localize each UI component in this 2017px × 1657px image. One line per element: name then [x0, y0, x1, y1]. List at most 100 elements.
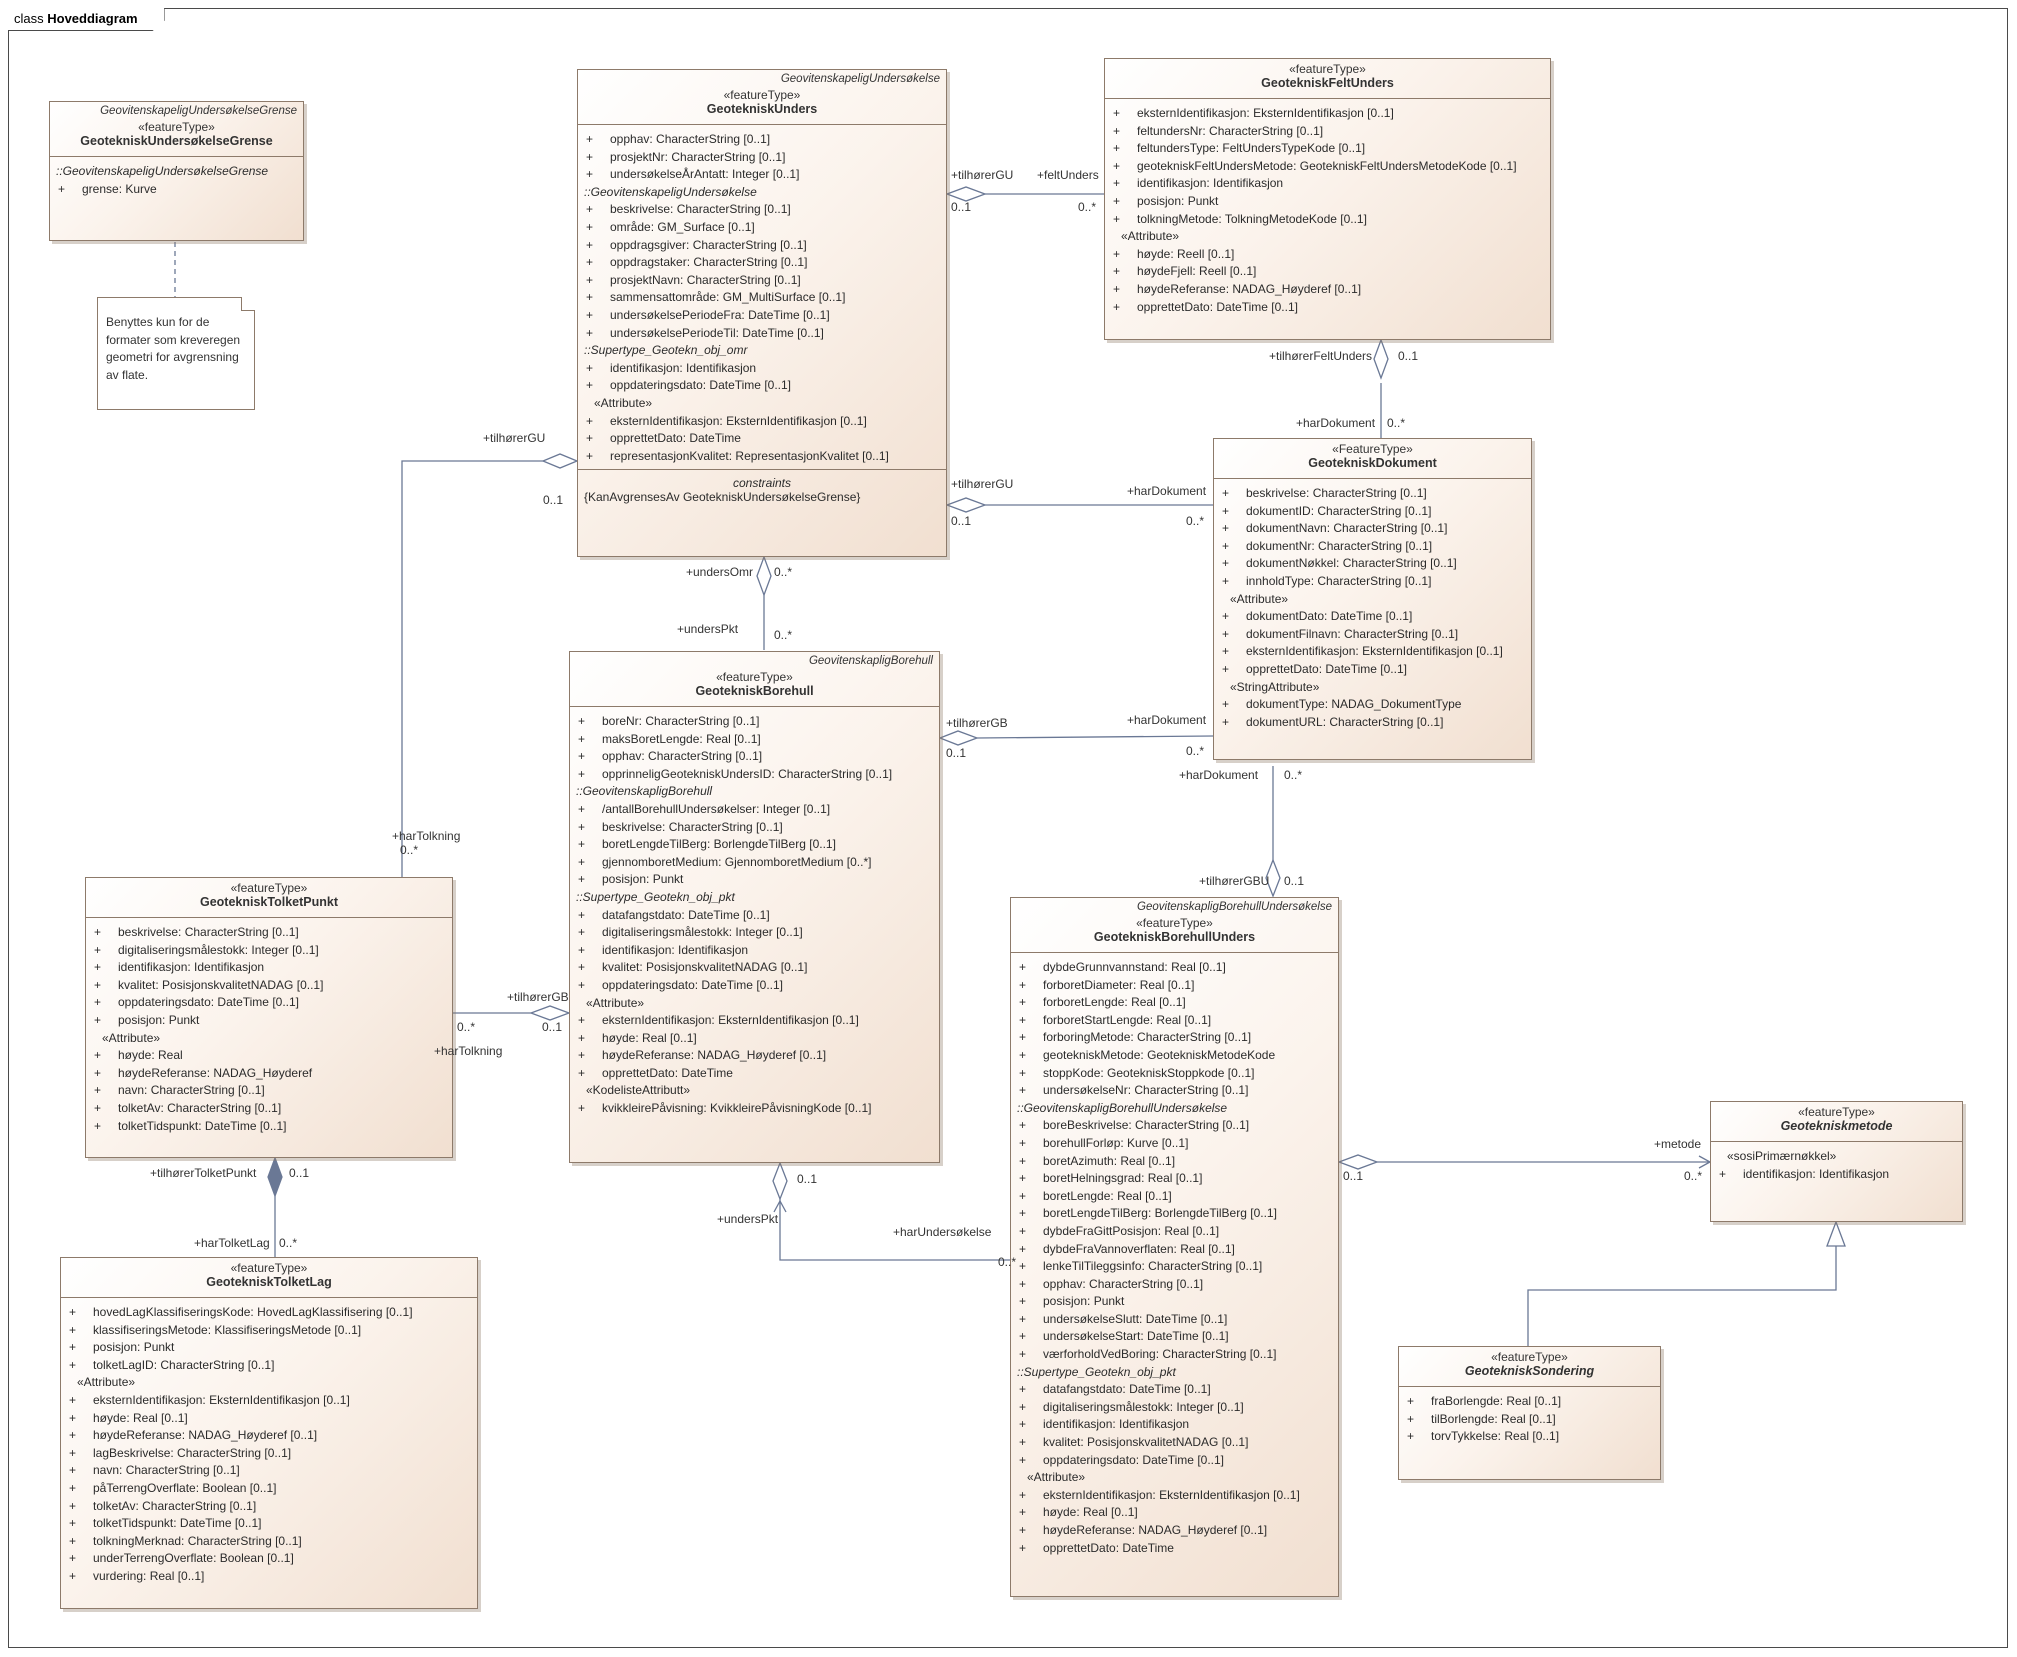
class-stereotype: «featureType»: [1136, 916, 1213, 930]
attribute-row: +gjennomboretMedium: GjennomboretMedium …: [576, 854, 933, 872]
attribute-row: +posisjon: Punkt: [92, 1012, 446, 1030]
class-geoteknisk-borehull[interactable]: GeovitenskapligBorehull«featureType»Geot…: [569, 651, 940, 1163]
attribute-group-label: «Attribute»: [1230, 591, 1289, 606]
visibility-marker: +: [578, 942, 586, 957]
visibility-marker: +: [586, 202, 594, 217]
attribute-text: prosjektNr: CharacterString [0..1]: [610, 149, 786, 164]
constraints-heading: constraints: [732, 476, 792, 491]
visibility-marker: +: [69, 1305, 77, 1319]
visibility-marker: +: [69, 1392, 77, 1407]
visibility-marker: +: [578, 1101, 586, 1116]
attribute-text: eksternIdentifikasjon: EksternIdentifika…: [610, 413, 867, 428]
attribute-row: +boretLengdeTilBerg: BorlengdeTilBerg [0…: [1017, 1205, 1332, 1223]
class-geotekniskmetode[interactable]: «featureType»Geotekniskmetode«sosiPrimær…: [1710, 1101, 1963, 1222]
visibility-marker: +: [1222, 644, 1230, 659]
attribute-row: +kvalitet: PosisjonskvalitetNADAG [0..1]: [1017, 1434, 1332, 1452]
attribute-text: dokumentFilnavn: CharacterString [0..1]: [1246, 626, 1459, 641]
visibility-marker: +: [94, 1065, 102, 1080]
class-geoteknisk-unders[interactable]: GeovitenskapeligUndersøkelse«featureType…: [577, 69, 947, 557]
role-label: +tilhørerTolketPunkt: [150, 1166, 257, 1180]
attribute-row: +posisjon: Punkt: [67, 1339, 471, 1357]
attribute-row: +tolketTidspunkt: DateTime [0..1]: [67, 1515, 471, 1533]
attribute-row: +opprettetDato: DateTime [0..1]: [1111, 299, 1544, 317]
class-geoteknisk-sondering[interactable]: «featureType»GeotekniskSondering +fraBorl…: [1398, 1346, 1661, 1480]
visibility-marker: +: [1222, 626, 1230, 641]
visibility-marker: +: [69, 1445, 77, 1460]
attribute-row: +eksternIdentifikasjon: EksternIdentifik…: [67, 1392, 471, 1410]
attribute-row: +oppdragstaker: CharacterString [0..1]: [584, 254, 940, 272]
attribute-row: +fraBorlengde: Real [0..1]: [1405, 1393, 1654, 1411]
attribute-row: +navn: CharacterString [0..1]: [92, 1082, 446, 1100]
note-line: Benyttes kun for de: [106, 315, 210, 329]
attribute-text: opprettetDato: DateTime [0..1]: [1137, 299, 1298, 314]
visibility-marker: +: [1019, 995, 1027, 1010]
class-stereotype: «featureType»: [1491, 1350, 1568, 1364]
class-geoteknisk-borehull-unders[interactable]: GeovitenskapligBorehullUndersøkelse«feat…: [1010, 897, 1339, 1597]
visibility-marker: +: [1019, 1047, 1027, 1062]
attribute-text: tolketLagID: CharacterString [0..1]: [93, 1357, 275, 1372]
attribute-row: +høydeReferanse: NADAG_Høyderef: [92, 1065, 446, 1083]
class-name: GeotekniskUnders: [706, 102, 818, 116]
class-name: GeotekniskSondering: [1464, 1364, 1595, 1378]
visibility-marker: +: [94, 1012, 102, 1027]
attribute-text: tolkningMetode: TolkningMetodeKode [0..1…: [1137, 211, 1367, 226]
attribute-text: område: GM_Surface [0..1]: [610, 219, 755, 234]
attribute-row: +påTerrengOverflate: Boolean [0..1]: [67, 1480, 471, 1498]
multiplicity-label: 0..1: [289, 1166, 310, 1180]
visibility-marker: +: [1019, 1065, 1027, 1080]
class-name: GeotekniskDokument: [1308, 456, 1437, 470]
attribute-text: eksternIdentifikasjon: EksternIdentifika…: [1246, 644, 1503, 659]
attribute-row: +undersøkelseStart: DateTime [0..1]: [1017, 1328, 1332, 1346]
attribute-text: boretAzimuth: Real [0..1]: [1043, 1153, 1176, 1168]
class-stereotype: «featureType»: [230, 1261, 308, 1275]
visibility-marker: +: [94, 1048, 102, 1063]
class-geoteknisk-tolket-punkt[interactable]: «featureType»GeotekniskTolketPunkt+beskr…: [85, 877, 453, 1158]
visibility-marker: +: [578, 801, 586, 816]
attribute-row: +feltundersNr: CharacterString [0..1]: [1111, 123, 1544, 141]
attribute-text: opprinneligGeotekniskUndersID: Character…: [602, 766, 893, 781]
visibility-marker: +: [1019, 1347, 1027, 1362]
multiplicity-label: 0..*: [998, 1255, 1017, 1269]
visibility-marker: +: [1222, 661, 1230, 676]
attribute-row: +forboretLengde: Real [0..1]: [1017, 994, 1332, 1012]
visibility-marker: +: [1019, 1435, 1027, 1450]
class-name: GeotekniskBorehull: [695, 684, 814, 698]
multiplicity-label: 0..1: [1284, 874, 1305, 888]
multiplicity-label: 0..*: [1078, 200, 1097, 214]
attribute-text: dokumentID: CharacterString [0..1]: [1246, 503, 1432, 518]
attribute-row: +identifikasjon: Identifikasjon: [1017, 1416, 1332, 1434]
generalization-sondering-metode: [1527, 1246, 1837, 1346]
class-geoteknisk-tolket-lag[interactable]: «featureType»GeotekniskTolketLag+hovedLa…: [60, 1257, 478, 1609]
attribute-text: opprettetDato: DateTime: [610, 431, 741, 446]
attribute-row: +høydeReferanse: NADAG_Høyderef [0..1]: [1017, 1522, 1332, 1540]
visibility-marker: +: [578, 749, 586, 764]
note: Benyttes kun for de formater som krevere…: [97, 297, 255, 410]
visibility-marker: +: [69, 1533, 77, 1548]
attribute-text: prosjektNavn: CharacterString [0..1]: [610, 272, 801, 287]
visibility-marker: +: [1222, 521, 1230, 536]
attribute-row: +tilBorlengde: Real [0..1]: [1405, 1411, 1654, 1429]
visibility-marker: +: [1019, 1276, 1027, 1291]
class-geoteknisk-undersokelse-grense[interactable]: GeovitenskapeligUndersøkelseGrense«featu…: [49, 101, 304, 241]
visibility-marker: +: [1407, 1429, 1415, 1444]
visibility-marker: +: [1222, 503, 1230, 518]
aggregation-diamond: [945, 497, 987, 513]
attribute-text: boreNr: CharacterString [0..1]: [602, 714, 760, 728]
attribute-text: oppdateringsdato: DateTime [0..1]: [602, 977, 783, 992]
class-stereotype: «featureType»: [716, 670, 793, 684]
class-geoteknisk-felt-unders[interactable]: «featureType»GeotekniskFeltUnders+ekster…: [1104, 58, 1551, 340]
attribute-row: +dokumentURL: CharacterString [0..1]: [1220, 714, 1525, 732]
attribute-row: +maksBoretLengde: Real [0..1]: [576, 731, 933, 749]
attribute-row: +eksternIdentifikasjon: EksternIdentifik…: [576, 1012, 933, 1030]
visibility-marker: +: [94, 995, 102, 1010]
attribute-text: hovedLagKlassifiseringsKode: HovedLagKla…: [93, 1305, 413, 1319]
attribute-row: +klassifiseringsMetode: KlassifiseringsM…: [67, 1322, 471, 1340]
attribute-group-label: ::GeovitenskapligBorehullUndersøkelse: [1017, 1100, 1228, 1115]
class-geoteknisk-dokument[interactable]: «FeatureType»GeotekniskDokument+beskrive…: [1213, 438, 1532, 760]
attribute-row: +undersøkelseSlutt: DateTime [0..1]: [1017, 1311, 1332, 1329]
attribute-text: kvikkleirePåvisning: KvikkleirePåvisning…: [602, 1101, 872, 1116]
class-name: GeotekniskUndersøkelseGrense: [80, 134, 273, 148]
attribute-row: +høyde: Real: [92, 1047, 446, 1065]
visibility-marker: +: [578, 960, 586, 975]
attribute-row: +høydeReferanse: NADAG_Høyderef [0..1]: [1111, 281, 1544, 299]
